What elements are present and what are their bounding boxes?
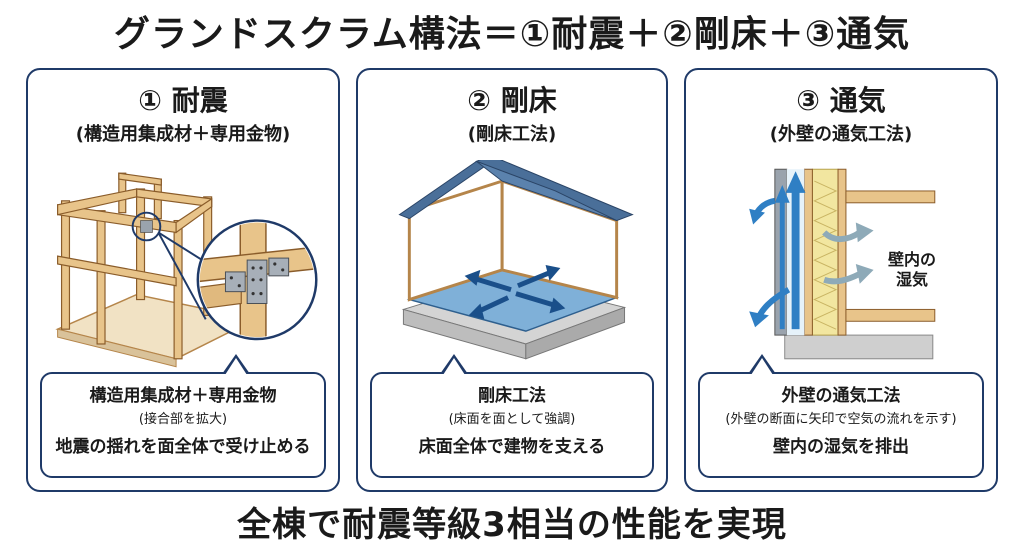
panel-seismic-subtitle: (構造用集成材＋専用金物) — [75, 124, 291, 145]
page-footer: 全棟で耐震等級3相当の性能を実現 — [237, 505, 787, 545]
page-title: グランドスクラム構法＝①耐震＋②剛床＋③通気 — [113, 14, 911, 55]
panel-rigid-floor-title: ② 剛床 — [467, 84, 557, 117]
wall-section-illustration — [749, 168, 936, 360]
panel-ventilation: ③ 通気 (外壁の通気工法) — [684, 68, 998, 492]
panel-seismic-callout: 構造用集成材＋専用金物 (接合部を拡大) 地震の揺れを面全体で受け止める — [40, 354, 326, 478]
panel-seismic: ① 耐震 (構造用集成材＋専用金物) — [26, 68, 340, 492]
panel-ventilation-title: ③ 通気 — [796, 84, 886, 117]
panel-ventilation-subtitle: (外壁の通気工法) — [769, 124, 913, 145]
timber-frame-illustration — [55, 172, 318, 368]
panel-rigid-floor-callout-desc: 床面全体で建物を支える — [418, 437, 606, 457]
panel-seismic-title: ① 耐震 — [138, 84, 228, 117]
wall-moisture-label-line1: 壁内の — [887, 250, 936, 269]
panel-ventilation-callout-main: 外壁の通気工法 — [781, 386, 901, 406]
panel-ventilation-callout: 外壁の通気工法 (外壁の断面に矢印で空気の流れを示す) 壁内の湿気を排出 — [698, 354, 984, 478]
panel-rigid-floor-callout: 剛床工法 (床面を面として強調) 床面全体で建物を支える — [370, 354, 654, 478]
panel-rigid-floor-callout-main: 剛床工法 — [478, 386, 546, 406]
panel-rigid-floor: ② 剛床 (剛床工法) 剛床工法 (床面を面として強調) 床面 — [356, 68, 668, 492]
wall-moisture-label: 壁内の 湿気 — [882, 250, 942, 290]
panel-seismic-callout-desc: 地震の揺れを面全体で受け止める — [55, 437, 311, 457]
panel-seismic-callout-note: (接合部を拡大) — [138, 412, 228, 427]
wall-moisture-label-line2: 湿気 — [895, 270, 928, 289]
panel-ventilation-callout-note: (外壁の断面に矢印で空気の流れを示す) — [725, 412, 957, 427]
panel-seismic-callout-main: 構造用集成材＋専用金物 — [89, 386, 277, 406]
panel-ventilation-callout-desc: 壁内の湿気を排出 — [773, 437, 909, 457]
panel-rigid-floor-callout-note: (床面を面として強調) — [448, 412, 576, 427]
panel-rigid-floor-subtitle: (剛床工法) — [467, 124, 557, 145]
rigid-floor-illustration — [398, 160, 634, 360]
